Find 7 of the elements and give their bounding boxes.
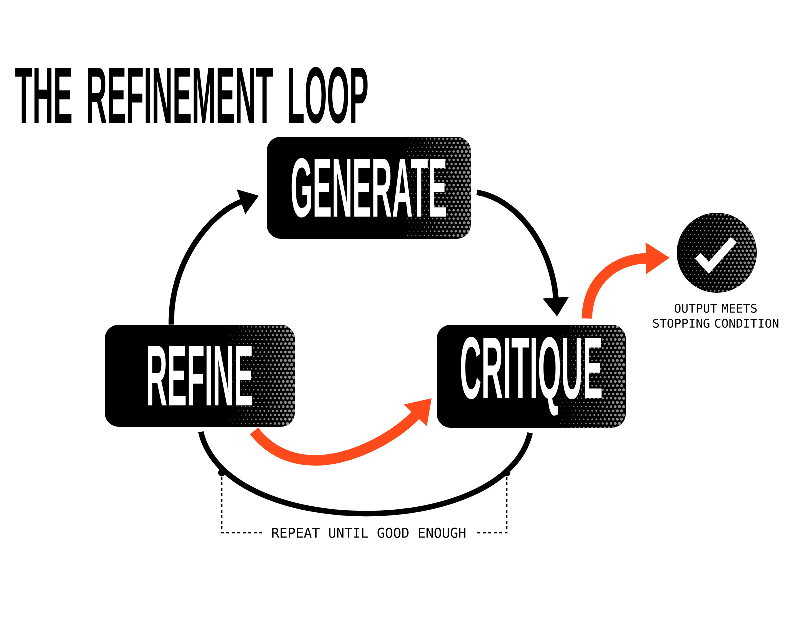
process-box: CRITIQUE xyxy=(437,325,626,428)
connector-line xyxy=(198,430,533,517)
process-box: REFINE xyxy=(105,325,295,427)
process-box: GENERATE xyxy=(267,137,471,239)
node-label: OUTPUT MEETS STOPPING CONDITION xyxy=(653,304,779,328)
title: THE REFINEMENT LOOP xyxy=(16,67,368,124)
label: REPEAT UNTIL GOOD ENOUGH xyxy=(272,528,466,538)
